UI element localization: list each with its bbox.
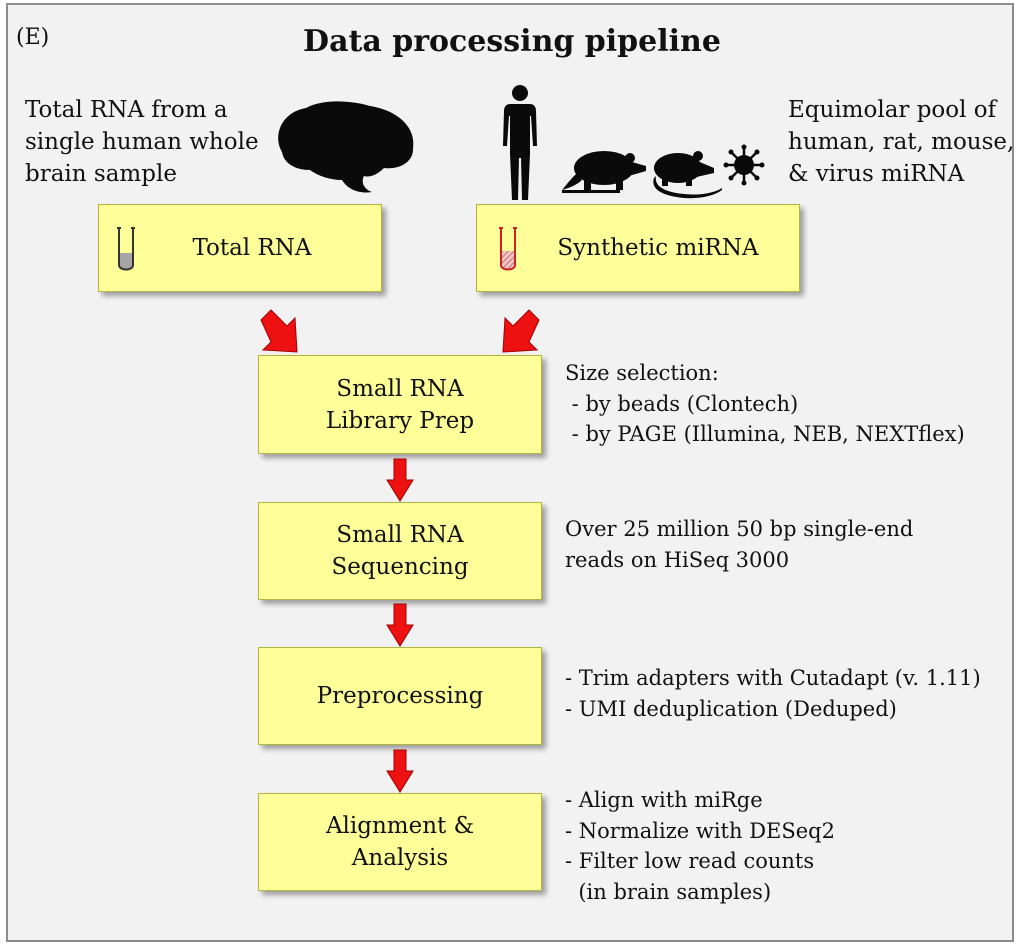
preprocessing-note: - Trim adapters with Cutadapt (v. 1.11) … (565, 666, 981, 721)
library-prep-box: Small RNA Library Prep (258, 355, 542, 454)
diagram-title: Data processing pipeline (303, 24, 721, 59)
merge-arrow-right (502, 309, 540, 353)
brain-icon (278, 101, 414, 193)
total-rna-description: Total RNA from a single human whole brai… (25, 97, 259, 187)
alignment-analysis-box: Alignment & Analysis (258, 793, 542, 891)
total-rna-label: Total RNA (192, 235, 312, 261)
human-silhouette-icon (503, 85, 537, 200)
merge-arrow-left (260, 309, 298, 353)
test-tube-icon (117, 227, 135, 271)
test-tube-icon (499, 227, 517, 271)
virus-icon (723, 144, 765, 186)
synthetic-mirna-label: Synthetic miRNA (557, 235, 759, 261)
library-prep-note: Size selection: - by beads (Clontech) - … (565, 361, 965, 446)
figure-frame (6, 3, 1014, 942)
sequencing-box: Small RNA Sequencing (258, 502, 542, 600)
panel-label: (E) (16, 25, 50, 50)
flow-arrow-down (386, 603, 414, 647)
total-rna-box: Total RNA (98, 204, 382, 292)
flow-arrow-down (386, 749, 414, 793)
rat-icon (562, 151, 646, 193)
mouse-icon (653, 151, 722, 199)
preprocessing-box: Preprocessing (258, 647, 542, 745)
synthetic-mirna-box: Synthetic miRNA (476, 204, 800, 292)
sequencing-note: Over 25 million 50 bp single-end reads o… (565, 517, 914, 572)
flow-arrow-down (386, 458, 414, 502)
alignment-analysis-note: - Align with miRge - Normalize with DESe… (565, 788, 835, 904)
synthetic-mirna-description: Equimolar pool of human, rat, mouse, & v… (788, 97, 1015, 187)
